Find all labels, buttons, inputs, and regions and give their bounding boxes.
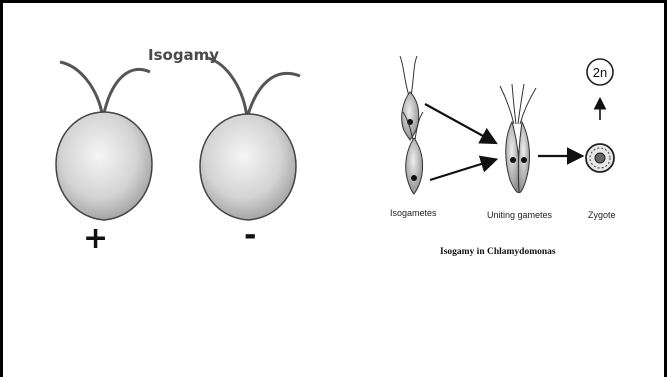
uniting-gametes-label: Uniting gametes (487, 210, 553, 220)
arrow-top (425, 104, 494, 142)
minus-gamete (200, 58, 300, 220)
plus-cell-body (56, 112, 152, 220)
two-n-label: 2n (593, 65, 607, 80)
flagellum-right-2 (247, 73, 300, 118)
arrow-bottom (430, 160, 494, 180)
isogamy-title: Isogamy (148, 46, 219, 64)
minus-cell-body (200, 114, 296, 220)
flagellum-left-1 (60, 62, 103, 118)
flagellum-left-2 (103, 69, 150, 118)
zygote-label: Zygote (588, 210, 616, 220)
flagellum-right-1 (208, 58, 247, 118)
plus-gamete (56, 62, 152, 220)
isogametes-label: Isogametes (390, 208, 437, 218)
zygote (586, 144, 614, 172)
plus-sign: + (83, 221, 108, 256)
diagram-caption: Isogamy in Chlamydomonas (440, 247, 556, 257)
minus-sign: - (244, 218, 256, 253)
uniting-gametes (500, 84, 536, 193)
diploid-circle: 2n (587, 59, 613, 85)
